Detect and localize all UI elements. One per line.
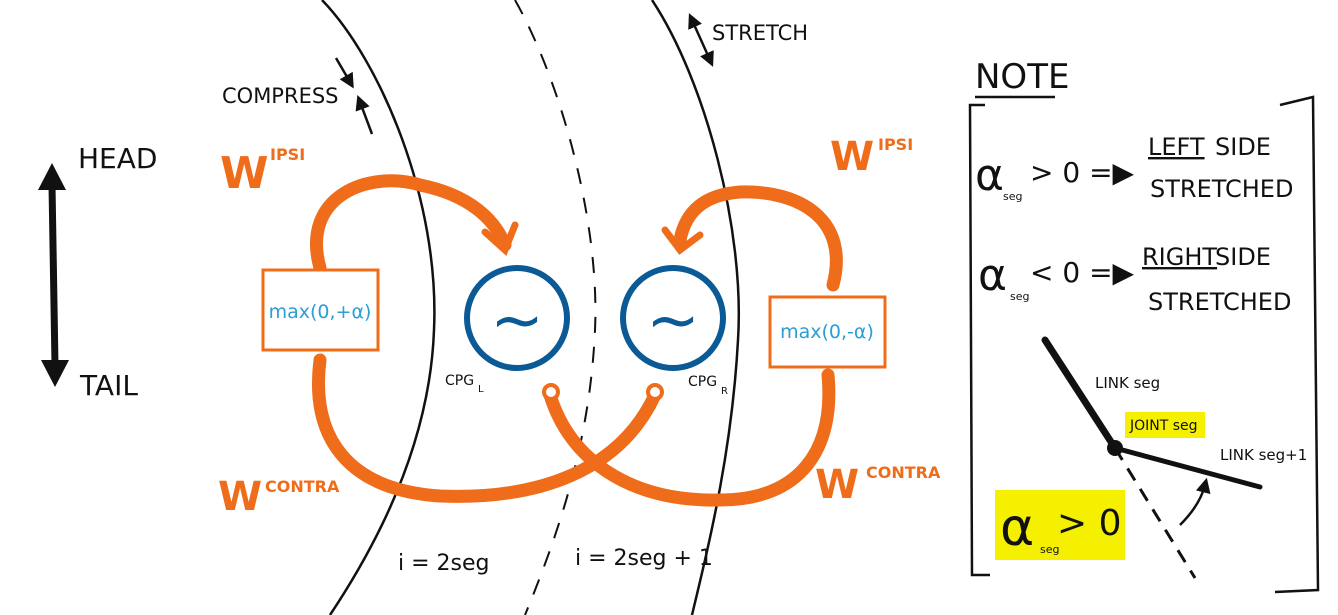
segment-right-label: i = 2seg + 1 — [575, 546, 713, 571]
body-outline — [321, 0, 740, 615]
tail-arrow-icon — [41, 360, 69, 387]
w-contra-left: W — [218, 474, 262, 520]
left-contra-path — [312, 353, 662, 503]
w-contra-right: W — [815, 462, 859, 508]
w-contra-right-sup: CONTRA — [866, 463, 941, 482]
rule1-alpha: α — [975, 150, 1004, 201]
body-right-edge — [650, 0, 740, 615]
right-contra-origin — [646, 383, 664, 401]
cpg-right: ~ CPG R — [620, 265, 728, 397]
axis-line — [48, 184, 59, 366]
alpha-positive-highlight — [995, 490, 1125, 560]
w-ipsi-left: W — [220, 148, 269, 199]
note-left-bracket — [968, 103, 990, 577]
segment-left-label: i = 2seg — [398, 551, 490, 576]
stretch-label: STRETCH — [712, 21, 808, 45]
weight-labels: W IPSI W CONTRA W IPSI W CONTRA — [218, 134, 941, 520]
joint-dot — [1107, 440, 1123, 456]
stretch-arrow — [688, 13, 714, 67]
cpg-left: ~ CPG L — [445, 265, 570, 395]
alpha-positive-sub: seg — [1040, 543, 1059, 556]
cpg-right-circle — [620, 265, 726, 371]
left-ipsi-path — [310, 174, 512, 275]
note-right-bracket — [1274, 95, 1320, 594]
right-max-box: max(0,-α) — [768, 295, 887, 369]
link-seg1-label: LINK seg+1 — [1220, 446, 1307, 464]
rule1-side: LEFT — [1148, 133, 1205, 161]
segment-divider — [514, 0, 597, 615]
tail-label: TAIL — [79, 369, 138, 402]
head-label: HEAD — [78, 142, 157, 175]
cpg-left-wave-icon: ~ — [490, 284, 544, 358]
compress-arrow-out — [355, 94, 374, 135]
rule1-alpha-sub: seg — [1003, 190, 1022, 203]
joint-seg-label: JOINT seg — [1129, 418, 1198, 434]
alpha-positive-symbol: α — [1000, 498, 1034, 558]
head-tail-axis: HEAD TAIL — [38, 142, 157, 402]
joint-seg-highlight — [1125, 412, 1205, 438]
rule2-condition: < 0 =▶ — [1030, 256, 1135, 289]
alpha-positive-cond: > 0 — [1057, 503, 1122, 544]
cpg-right-sub: R — [721, 386, 728, 397]
rule2-alpha: α — [978, 250, 1007, 301]
left-ipsi-arrow-icon — [481, 221, 519, 256]
rule2-side-rest: SIDE — [1215, 243, 1271, 271]
right-max-frame — [768, 295, 887, 369]
head-arrow-icon — [38, 163, 66, 190]
cpg-left-label: CPG — [445, 373, 474, 389]
rule2-alpha-sub: seg — [1010, 290, 1029, 303]
w-ipsi-right: W — [830, 134, 874, 180]
left-contra-origin — [542, 383, 560, 401]
note-title: NOTE — [975, 57, 1069, 97]
rule2-side: RIGHT — [1142, 243, 1217, 271]
note-panel: NOTE α seg > 0 =▶ LEFT SIDE STRETCHED α … — [968, 57, 1320, 594]
compress-label: COMPRESS — [222, 84, 339, 108]
w-ipsi-right-sup: IPSI — [878, 135, 913, 154]
link-seg1-line — [1112, 445, 1263, 490]
stretch-annotation: STRETCH — [688, 13, 808, 67]
right-contra-path — [543, 368, 836, 507]
link-seg-label: LINK seg — [1095, 374, 1160, 392]
cpg-right-wave-icon: ~ — [646, 284, 700, 358]
rule1-stretched: STRETCHED — [1150, 175, 1293, 203]
link-seg-line — [1041, 336, 1119, 452]
cpg-left-sub: L — [478, 384, 484, 395]
right-max-label: max(0,-α) — [780, 321, 874, 343]
angle-arrow-icon — [1179, 477, 1211, 526]
compress-arrow-in — [334, 57, 354, 89]
feedback-connections — [310, 174, 843, 507]
body-left-edge — [321, 0, 436, 615]
left-max-box: max(0,+α) — [261, 268, 380, 352]
right-ipsi-path — [673, 185, 843, 292]
rule2-stretched: STRETCHED — [1148, 288, 1291, 316]
cpg-left-circle — [464, 265, 570, 371]
w-contra-left-sup: CONTRA — [265, 477, 340, 496]
left-max-frame — [261, 268, 380, 352]
rule1-condition: > 0 =▶ — [1030, 156, 1135, 189]
rule1-side-rest: SIDE — [1215, 133, 1271, 161]
left-max-label: max(0,+α) — [269, 301, 372, 323]
right-ipsi-arrow-icon — [661, 226, 704, 255]
w-ipsi-left-sup: IPSI — [270, 145, 305, 164]
cpg-right-label: CPG — [688, 374, 717, 390]
compress-annotation: COMPRESS — [222, 57, 374, 135]
link-extension-dashed — [1113, 447, 1197, 579]
